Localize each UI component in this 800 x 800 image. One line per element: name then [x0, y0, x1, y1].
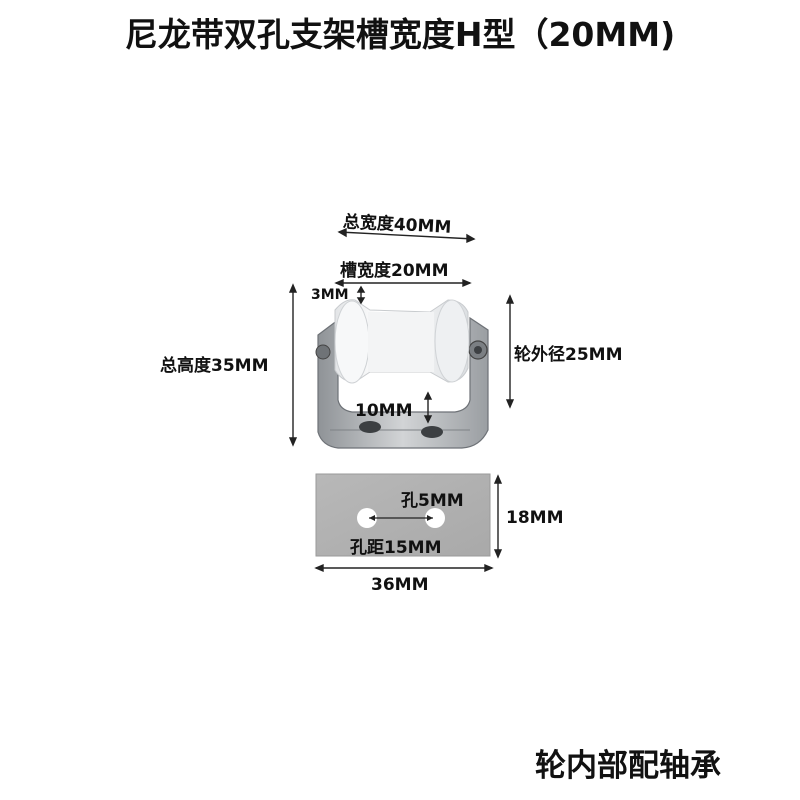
- dimension-lines: [288, 227, 515, 573]
- plate-width-label: 36MM: [371, 575, 429, 595]
- page-title: 尼龙带双孔支架槽宽度H型（20MM): [124, 15, 676, 54]
- base-hole-left: [359, 421, 381, 433]
- hole-spacing-label: 孔距15MM: [350, 538, 442, 558]
- plate-height-label: 18MM: [506, 508, 564, 528]
- nylon-wheel: [334, 299, 470, 384]
- hole-size-label: 孔5MM: [401, 491, 464, 511]
- plate-hole-left: [357, 508, 377, 528]
- flange-label: 3MM: [311, 287, 349, 303]
- base-hole-right: [421, 426, 443, 438]
- total-height-label: 总高度35MM: [160, 356, 269, 376]
- base-gap-label: 10MM: [355, 401, 413, 421]
- footer-note: 轮内部配轴承: [535, 748, 721, 784]
- base-plate: [315, 473, 491, 557]
- plate-hole-right: [425, 508, 445, 528]
- groove-width-label: 槽宽度20MM: [340, 261, 449, 281]
- wheel-diameter-label: 轮外径25MM: [514, 345, 623, 365]
